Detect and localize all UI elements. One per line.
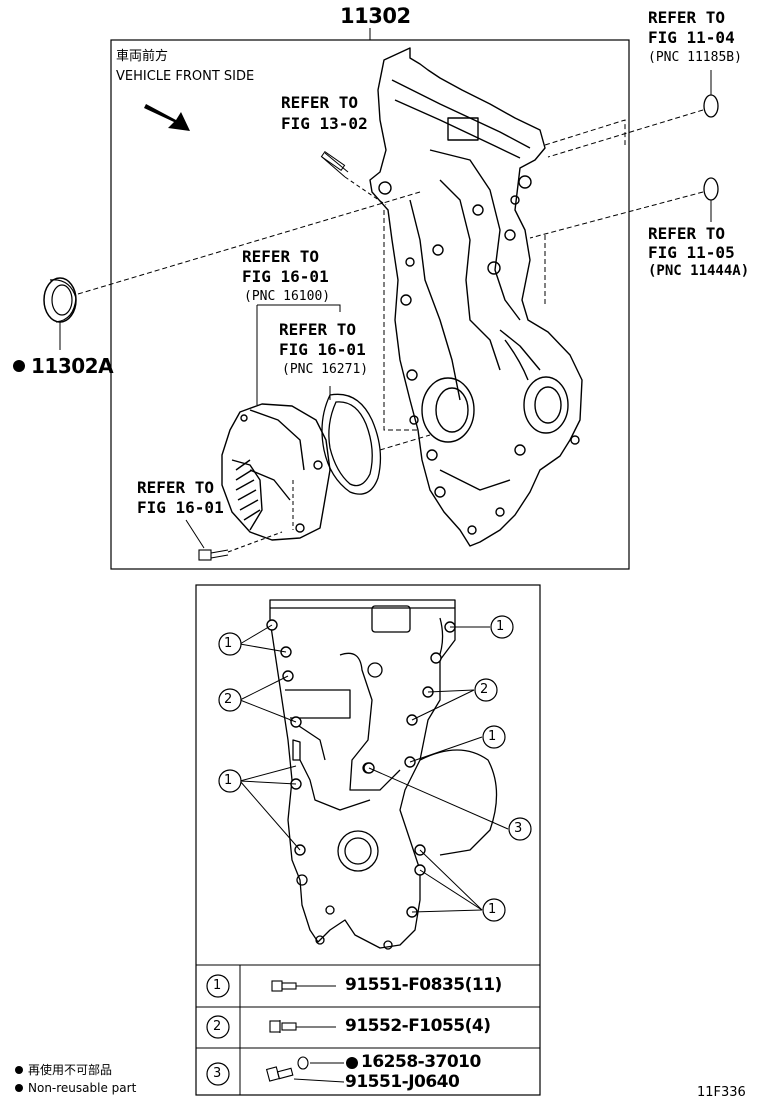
table-key: 3: [213, 1066, 222, 1081]
seal-part-number: 11302A: [31, 354, 114, 378]
o-ring-lower-dash: [529, 191, 704, 239]
callout-number: 1: [224, 773, 233, 788]
bolt-holes: [266, 619, 456, 918]
flange-bolt-icon: [269, 1020, 336, 1033]
alignment-dashes: [379, 119, 626, 451]
cover-outline-view: [269, 599, 498, 950]
stud-bolt: [320, 150, 387, 206]
oil-seal: [43, 277, 77, 323]
legend-dot-en: [15, 1084, 23, 1092]
part-number: 91551-J0640: [345, 1072, 460, 1092]
bolt-icon: [271, 980, 336, 992]
refer-fig-16-01-b-pnc: (PNC 16271): [282, 362, 369, 377]
fig16-c-leader: [185, 519, 205, 549]
pump-bolt: [198, 531, 283, 561]
timing-chain-cover: [369, 47, 583, 547]
non-reusable-dot-table: [346, 1057, 358, 1069]
bottom-panel-frame: [195, 584, 541, 1096]
seal-dashed-leader: [77, 191, 421, 295]
refer-fig-11-04-line2: FIG 11-04: [648, 28, 735, 47]
figure-id: 11F336: [697, 1085, 746, 1100]
o-ring-upper: [703, 94, 719, 118]
callout-number: 1: [496, 619, 505, 634]
refer-fig-16-01-c-line1: REFER TO: [137, 478, 215, 497]
part-number: 16258-37010: [361, 1052, 481, 1072]
refer-fig-16-01-a-line1: REFER TO: [242, 247, 320, 266]
vehicle-front-arrow-icon: [144, 104, 190, 131]
front-side-label-jp: 車両前方: [116, 49, 169, 64]
front-side-label-en: VEHICLE FRONT SIDE: [116, 69, 255, 84]
refer-fig-13-02-line2: FIG 13-02: [281, 114, 368, 133]
stud-washer-icon: [265, 1056, 345, 1083]
callout-number: 1: [488, 902, 497, 917]
refer-fig-11-05-line2: FIG 11-05: [648, 243, 735, 262]
refer-fig-11-04-line1: REFER TO: [648, 8, 726, 27]
refer-fig-11-04-pnc: (PNC 11185B): [648, 50, 742, 65]
callout-number: 2: [224, 692, 233, 707]
table-key: 1: [213, 978, 222, 993]
part-number: 91551-F0835(11): [345, 975, 502, 995]
main-part-number: 11302: [340, 4, 411, 28]
callout-circles: [218, 615, 532, 922]
legend-dot-jp: [15, 1066, 23, 1074]
table-key-circles: [206, 974, 230, 1086]
o-ring-lower: [703, 177, 719, 201]
callout-number: 3: [514, 821, 523, 836]
legend-en: Non-reusable part: [28, 1081, 137, 1095]
legend-jp: 再使用不可部品: [28, 1063, 113, 1077]
part-number: 91552-F1055(4): [345, 1016, 491, 1036]
refer-fig-16-01-b-line1: REFER TO: [279, 320, 357, 339]
non-reusable-dot-seal: [13, 360, 25, 372]
refer-fig-13-02-line1: REFER TO: [281, 93, 359, 112]
callout-number: 1: [488, 729, 497, 744]
callout-number: 2: [480, 682, 489, 697]
refer-fig-16-01-a-pnc: (PNC 16100): [244, 289, 331, 304]
fig16-a-leader: [257, 304, 341, 312]
water-pump-housing: [221, 403, 331, 541]
callout-number: 1: [224, 636, 233, 651]
refer-fig-16-01-a-line2: FIG 16-01: [242, 267, 329, 286]
callout-leaders: [239, 624, 509, 913]
refer-fig-16-01-b-line2: FIG 16-01: [279, 340, 366, 359]
refer-fig-11-05-line1: REFER TO: [648, 224, 726, 243]
refer-fig-11-05-pnc: (PNC 11444A): [648, 263, 750, 279]
refer-fig-16-01-c-line2: FIG 16-01: [137, 498, 224, 517]
water-pump-gasket: [321, 393, 382, 495]
table-key: 2: [213, 1019, 222, 1034]
